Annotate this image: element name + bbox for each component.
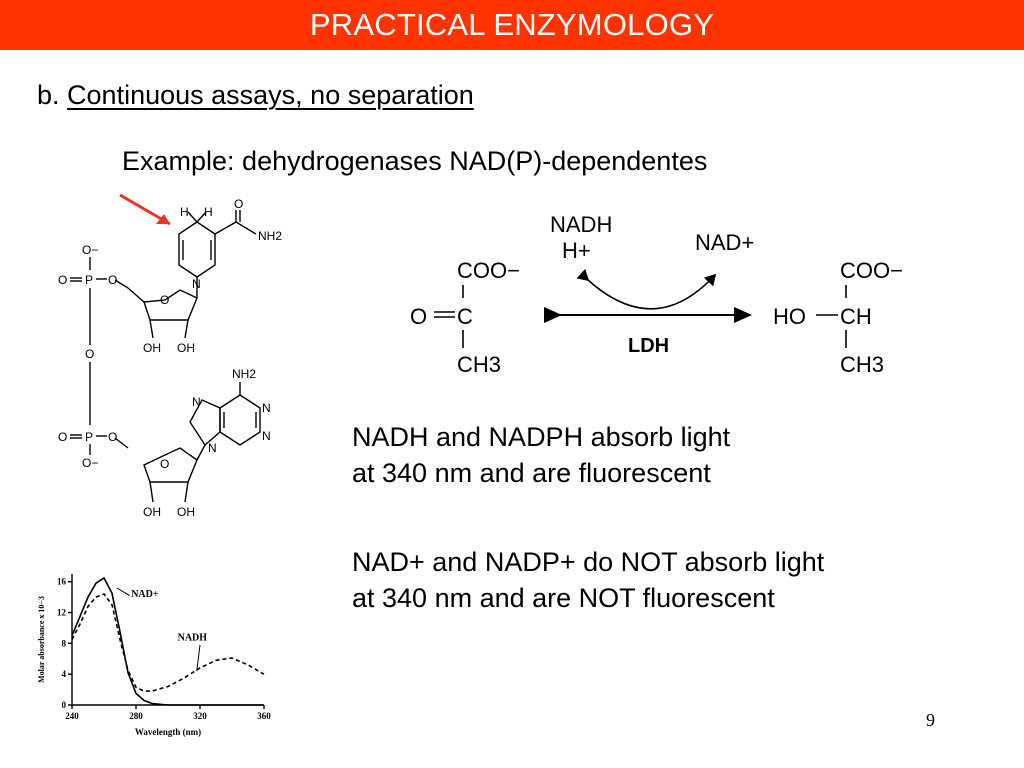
atom-p-1: P [85, 273, 93, 287]
atom-oh-2b: OH [177, 505, 195, 519]
left-c: C [457, 304, 473, 329]
series-line-nadh [71, 593, 265, 692]
x-tick-label: 240 [65, 711, 79, 721]
nad-label: NAD+ [131, 589, 159, 600]
atom-o-1: O [58, 273, 67, 287]
paragraph-nadh: NADH and NADPH absorb light at 340 nm an… [352, 419, 730, 491]
x-axis-label: Wavelength (nm) [135, 727, 201, 737]
atom-nh2: NH2 [258, 229, 282, 243]
pointer-arrowhead [156, 214, 170, 224]
atom-h2: H [204, 205, 213, 219]
atom-o-link-2: O [108, 430, 117, 444]
ldh-reaction: NADH H+ NAD+ COO− O C CH3 COO− HO CH CH3… [410, 212, 903, 377]
atom-h1: H [180, 205, 189, 219]
paragraph-nad: NAD+ and NADP+ do NOT absorb light at 34… [352, 544, 824, 616]
y-tick-label: 0 [62, 700, 67, 710]
enzyme-ldh: LDH [628, 335, 669, 357]
cofactor-arc [576, 268, 717, 310]
atom-ribose-o-1: O [160, 293, 169, 307]
atom-oh-1b: OH [177, 341, 195, 355]
atom-o-2: O [58, 430, 67, 444]
atom-adenine-n3: N [262, 429, 271, 443]
line-3: NAD+ and NADP+ do NOT absorb light [352, 547, 825, 577]
atom-o-link-1: O [108, 273, 117, 287]
cofactor-nad: NAD+ [695, 230, 754, 255]
left-coo: COO− [457, 258, 520, 283]
atom-bridge-o: O [85, 347, 94, 361]
section-prefix: b. [37, 80, 60, 110]
line-4: at 340 nm and are NOT fluorescent [352, 583, 775, 613]
atom-adenine-n4: N [208, 441, 217, 455]
atom-oh-2a: OH [143, 505, 161, 519]
y-tick-label: 8 [62, 638, 67, 648]
example-line: Example: dehydrogenases NAD(P)-dependent… [122, 146, 708, 176]
section-heading: b. Continuous assays, no separation [37, 80, 474, 111]
adenine-ring-6 [219, 394, 261, 446]
y-axis-label: Molar absorbance x 10−3 [37, 596, 46, 683]
left-o: O [410, 304, 427, 329]
chart-series [71, 576, 265, 706]
atom-adenine-n2: N [262, 401, 271, 415]
y-tick-label: 4 [62, 669, 67, 679]
adenine-ring-5 [189, 399, 221, 447]
x-tick-label: 320 [193, 711, 207, 721]
line-2: at 340 nm and are fluorescent [352, 458, 711, 488]
right-coo: COO− [840, 258, 903, 283]
section-title: Continuous assays, no separation [67, 80, 474, 110]
y-tick-label: 12 [57, 608, 67, 618]
page-number: 9 [926, 710, 935, 730]
atom-o-minus-2: O− [82, 456, 98, 470]
x-tick-label: 360 [257, 711, 271, 721]
cofactor-nadh: NADH [550, 212, 612, 237]
x-tick-label: 280 [129, 711, 143, 721]
series-line-nad [71, 576, 264, 706]
y-tick-label: 16 [57, 577, 67, 587]
line-1: NADH and NADPH absorb light [352, 422, 731, 452]
nadh-label: NADH [178, 632, 208, 643]
nadh-structure: H H O NH2 N O− O P O O OH OH O O P O O− … [58, 193, 282, 519]
atom-adenine-n1: N [192, 395, 201, 409]
left-ch3: CH3 [457, 352, 501, 377]
atom-p-2: P [85, 430, 93, 444]
atom-o-minus-1: O− [82, 243, 98, 257]
slide-title: PRACTICAL ENZYMOLOGY [309, 7, 715, 42]
header-bar [0, 0, 1024, 50]
right-ch3: CH3 [840, 352, 884, 377]
right-ho: HO [773, 304, 806, 329]
ribose-ring-2 [143, 447, 198, 483]
ribose-ring-1 [143, 289, 198, 321]
right-ch: CH [840, 304, 872, 329]
nad-callout [116, 587, 130, 597]
atom-oh-1a: OH [143, 341, 161, 355]
cofactor-h: H+ [562, 238, 591, 263]
atom-ring-n: N [192, 277, 201, 291]
nicotinamide-ring [178, 221, 216, 278]
atom-ribose-o-2: O [160, 457, 169, 471]
atom-adenine-nh2: NH2 [232, 367, 256, 381]
nadh-callout [196, 644, 201, 672]
chart-axes [68, 574, 265, 709]
atom-carbonyl-o: O [234, 197, 243, 211]
